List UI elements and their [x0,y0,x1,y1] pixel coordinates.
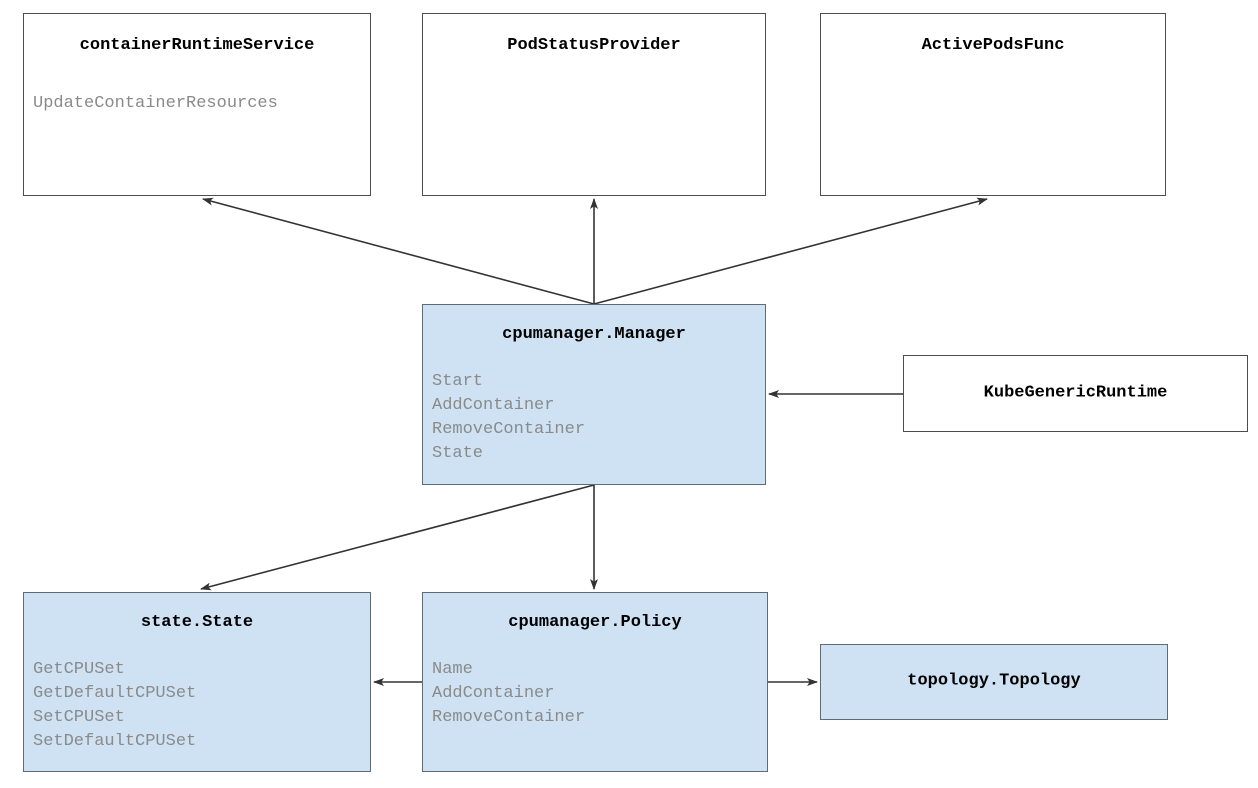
node-pod-status-provider[interactable]: PodStatusProvider [422,13,766,196]
node-methods-container-runtime-service: UpdateContainerResources [33,92,366,116]
method-item: GetCPUSet [33,660,125,679]
method-item: SetDefaultCPUSet [33,732,197,751]
node-title-container-runtime-service: containerRuntimeService [79,36,315,55]
node-cpumanager-manager[interactable]: cpumanager.Manager Start AddContainer Re… [422,304,766,485]
node-state-state[interactable]: state.State GetCPUSet GetDefaultCPUSet S… [23,592,371,772]
method-item: SetCPUSet [33,708,125,727]
node-active-pods-func[interactable]: ActivePodsFunc [820,13,1166,196]
node-title-active-pods-func: ActivePodsFunc [921,36,1065,55]
method-item: RemoveContainer [432,420,586,439]
edge-manager-to-activepodsfunc [593,197,988,305]
node-methods-cpumanager-policy: Name AddContainer RemoveContainer [432,658,763,730]
node-title-state-state: state.State [140,613,254,632]
node-title-topology-topology: topology.Topology [907,671,1081,691]
node-topology-topology[interactable]: topology.Topology [820,644,1168,720]
node-container-runtime-service[interactable]: containerRuntimeService UpdateContainerR… [23,13,371,196]
node-methods-state-state: GetCPUSet GetDefaultCPUSet SetCPUSet Set… [33,658,366,754]
method-item: State [432,444,484,463]
method-item: UpdateContainerResources [33,94,278,113]
node-methods-cpumanager-manager: Start AddContainer RemoveContainer State [432,370,761,466]
method-item: AddContainer [432,396,555,415]
node-title-pod-status-provider: PodStatusProvider [507,36,681,55]
node-cpumanager-policy[interactable]: cpumanager.Policy Name AddContainer Remo… [422,592,768,772]
node-title-kube-generic-runtime: KubeGenericRuntime [983,383,1168,402]
method-item: Name [432,660,473,679]
method-item: Start [432,372,484,391]
node-title-cpumanager-policy: cpumanager.Policy [508,613,682,632]
node-title-cpumanager-manager: cpumanager.Manager [502,325,686,344]
node-kube-generic-runtime[interactable]: KubeGenericRuntime [903,355,1248,432]
edge-manager-to-containerruntimeservice [202,197,595,305]
method-item: RemoveContainer [432,708,586,727]
method-item: AddContainer [432,684,555,703]
edge-manager-to-statestate [200,484,595,591]
method-item: GetDefaultCPUSet [33,684,197,703]
